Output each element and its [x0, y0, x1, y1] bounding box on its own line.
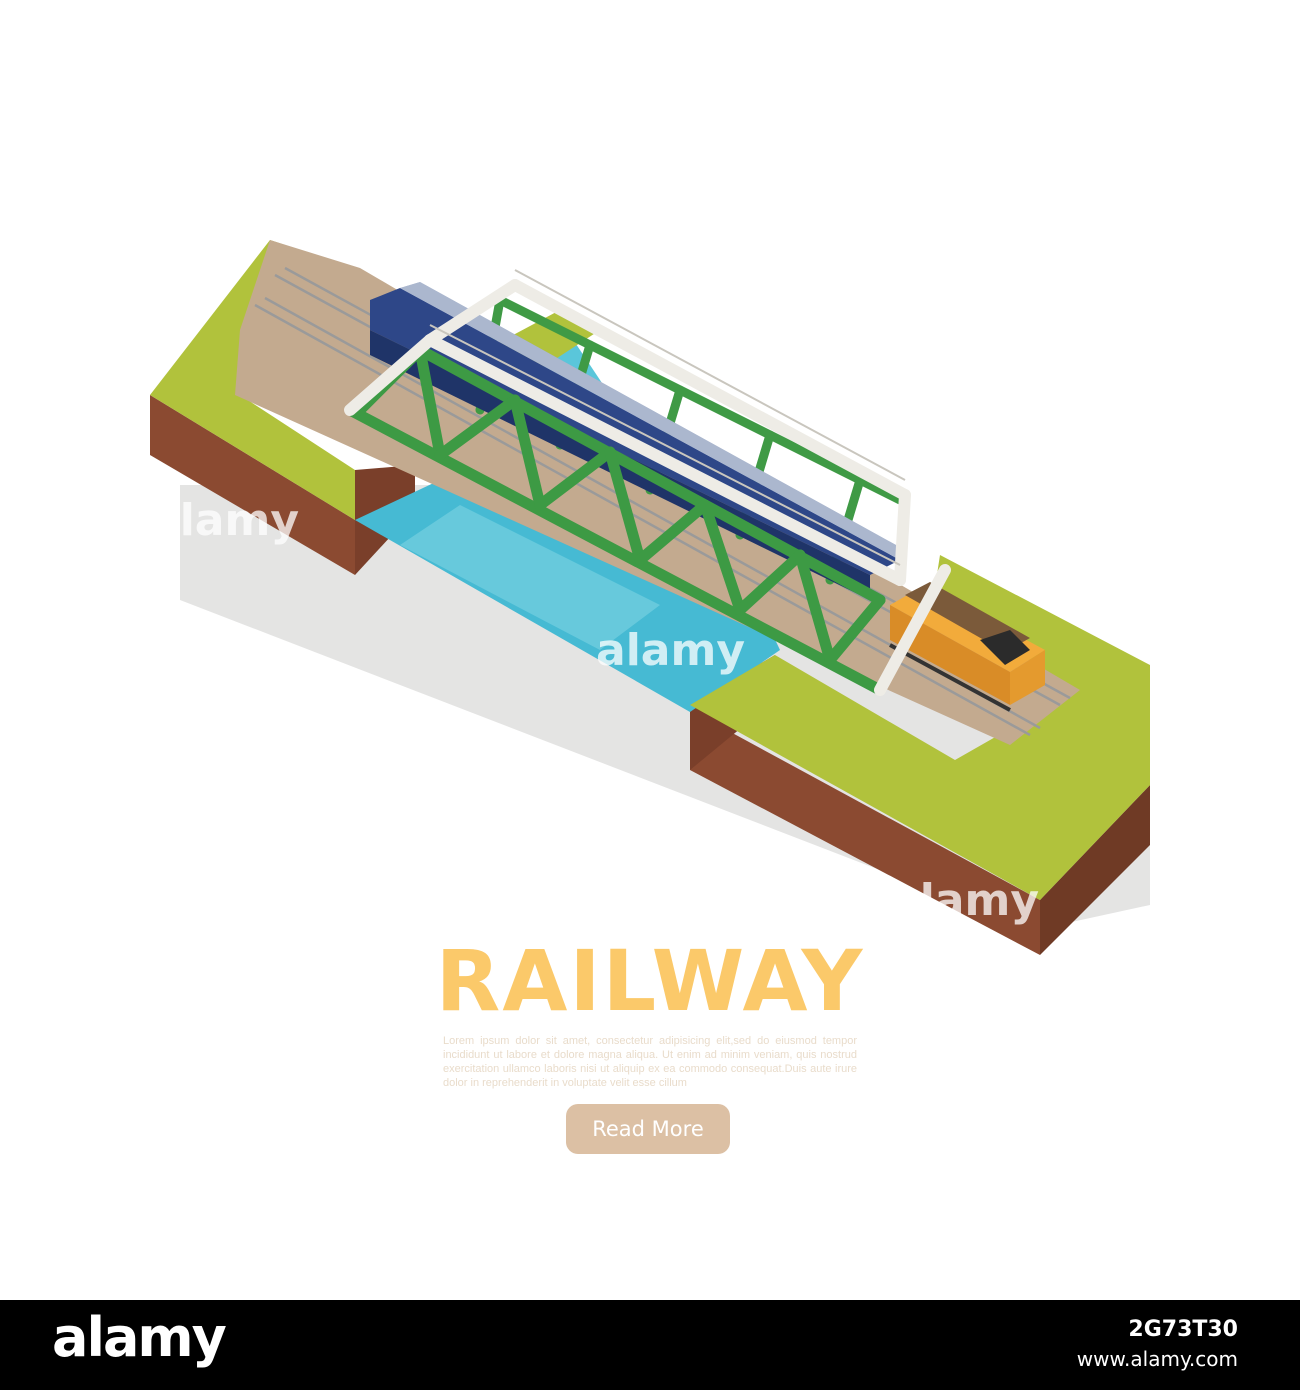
soil-right-front [690, 710, 1040, 955]
image-id: 2G73T30 [1128, 1317, 1238, 1342]
watermark-right: alamy [890, 875, 1039, 926]
soil-left-front [150, 395, 355, 575]
truss-top-railing [429, 269, 906, 566]
read-more-button[interactable]: Read More [566, 1104, 730, 1154]
footer-bar: alamy 2G73T30 www.alamy.com [0, 1300, 1300, 1390]
page-title: RAILWAY [435, 932, 865, 1030]
footer-meta: 2G73T30 www.alamy.com [1077, 1316, 1238, 1374]
truss-top-white [344, 279, 951, 696]
site-url: www.alamy.com [1076, 1347, 1238, 1371]
watermark-left: alamy [150, 495, 299, 546]
railway-bridge-illustration: alamy alamy alamy [150, 240, 1150, 955]
soil-right-side [1040, 785, 1150, 955]
footer-logo: alamy [52, 1306, 227, 1369]
locomotive-icon [889, 582, 1045, 712]
watermark-center: alamy [596, 625, 745, 676]
river-water-light [400, 505, 660, 650]
truss-near [344, 344, 886, 696]
description-text: Lorem ipsum dolor sit amet, consectetur … [443, 1035, 857, 1089]
grass-right [690, 555, 1150, 900]
